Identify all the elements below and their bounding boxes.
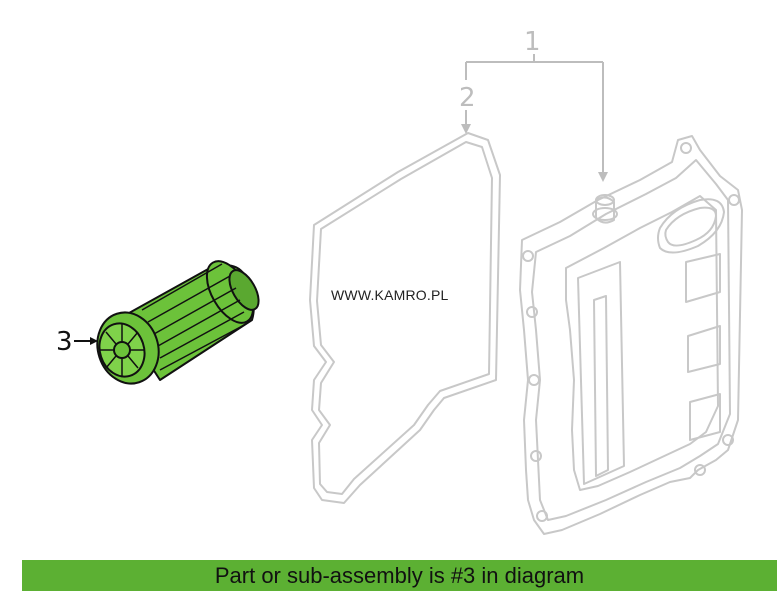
filter-part-3 xyxy=(96,260,260,385)
callout-1-group: 1 xyxy=(465,27,608,182)
callout-3-label: 3 xyxy=(56,327,73,357)
callout-2-arrowhead xyxy=(461,124,471,134)
callout-2-label: 2 xyxy=(459,83,476,113)
callout-2-group: 2 xyxy=(459,83,476,134)
callout-1-leader xyxy=(465,54,604,178)
callout-3-arrowhead xyxy=(90,337,98,345)
callout-1-arrowhead xyxy=(598,172,608,182)
gasket-part-2 xyxy=(309,132,501,504)
caption-text: Part or sub-assembly is #3 in diagram xyxy=(214,563,585,588)
callout-3-group: 3 xyxy=(56,327,98,357)
caption-banner: Part or sub-assembly is #3 in diagram xyxy=(22,560,777,591)
watermark-text: WWW.KAMRO.PL xyxy=(331,287,449,303)
callout-1-label: 1 xyxy=(524,27,541,57)
oil-pan-part-1 xyxy=(519,135,743,535)
